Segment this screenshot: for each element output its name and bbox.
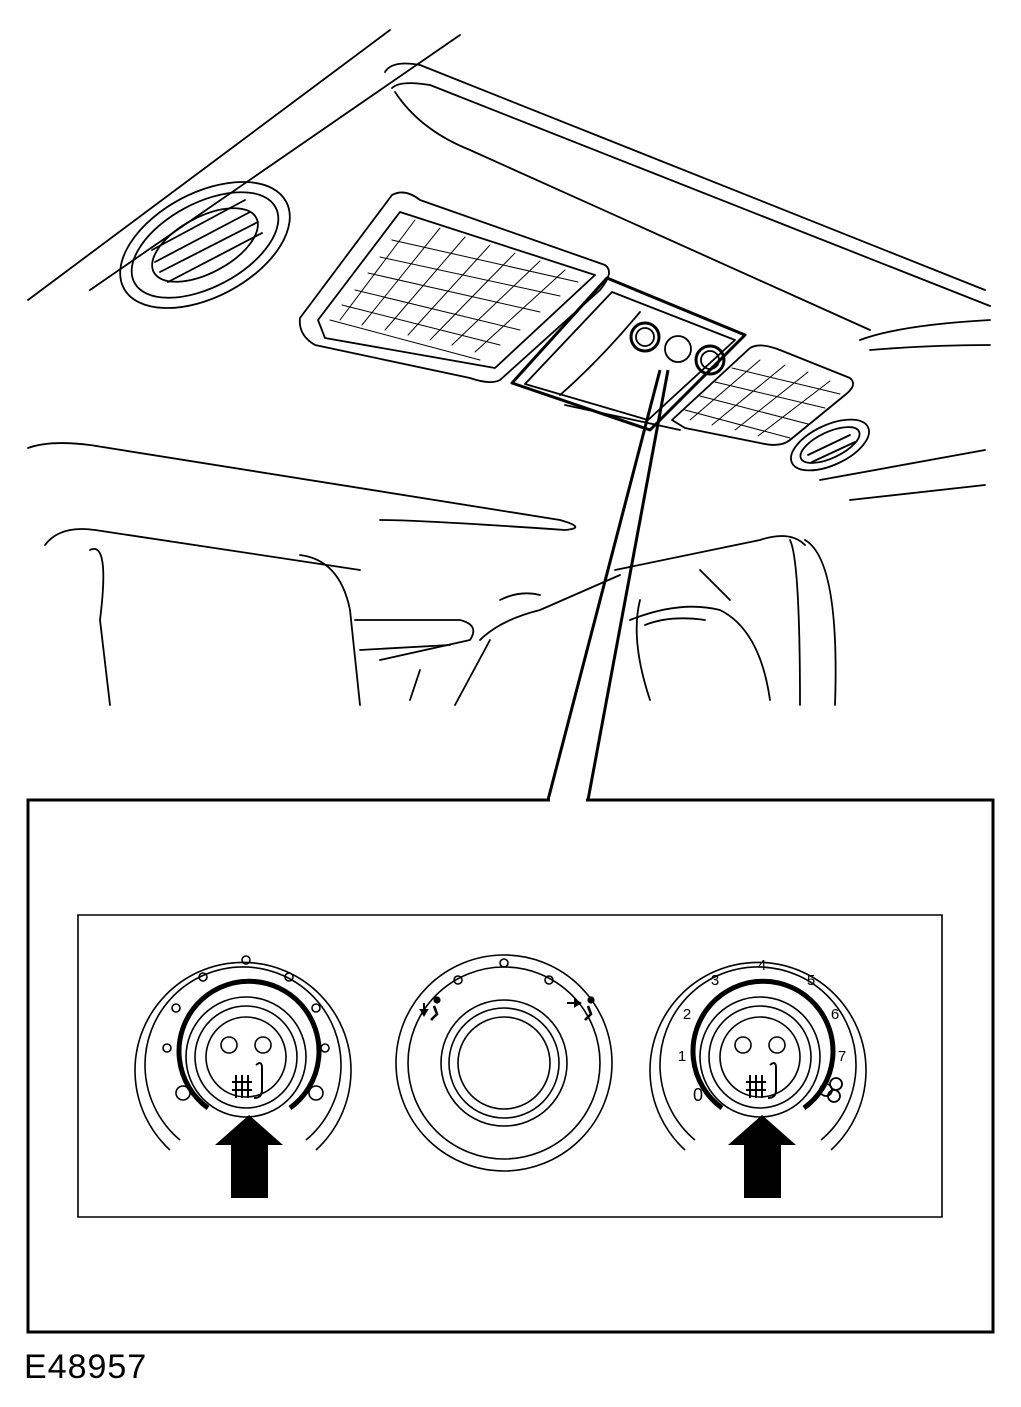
arrow-indicator-right [728, 1115, 796, 1198]
left-seat-heater-dial[interactable] [135, 956, 351, 1150]
dial-indicator-dots [163, 956, 329, 1100]
dial-number: 3 [711, 972, 719, 989]
console-button-left [631, 323, 659, 351]
air-vent-left [99, 156, 310, 334]
dial-number: 1 [678, 1048, 686, 1065]
dial-number: 2 [683, 1006, 691, 1023]
overhead-console [512, 278, 745, 430]
right-seat-heater-dial[interactable] [650, 962, 866, 1150]
fan-icon [820, 1078, 842, 1102]
storage-net-left [300, 192, 609, 382]
net-mesh [685, 360, 840, 438]
vehicle-interior-illustration [28, 30, 990, 705]
net-mesh [330, 220, 578, 360]
dial-number: 6 [831, 1006, 839, 1023]
center-airflow-dial[interactable] [396, 955, 612, 1171]
roof-panel-edge [385, 64, 985, 290]
figure-id-label: E48957 [24, 1348, 148, 1386]
air-vent-right [783, 409, 876, 481]
seat-heater-icon [746, 1063, 776, 1098]
control-panel [78, 915, 942, 1217]
dial-number: 0 [693, 1085, 703, 1105]
headliner-edge [90, 35, 460, 290]
roof-panel-edge [392, 83, 990, 306]
dial-number: 5 [807, 972, 815, 989]
console-button-center [665, 336, 691, 362]
roof-panel-inner [395, 92, 870, 330]
seat-heater-icon [232, 1063, 262, 1098]
storage-net-right [672, 345, 853, 444]
right-dial-scale: 0 1 2 3 4 5 6 7 [678, 957, 846, 1105]
roof-right-edge [860, 320, 990, 340]
airflow-face-icon [567, 997, 594, 1020]
arrow-indicator-left [215, 1115, 283, 1198]
roof-right-edge [870, 345, 990, 350]
headliner-edge [28, 30, 390, 300]
callout-leader [548, 370, 668, 800]
airflow-feet-icon [421, 997, 440, 1020]
console-button-right [696, 346, 724, 374]
dial-number: 7 [838, 1048, 846, 1065]
dial-number: 4 [758, 957, 766, 974]
